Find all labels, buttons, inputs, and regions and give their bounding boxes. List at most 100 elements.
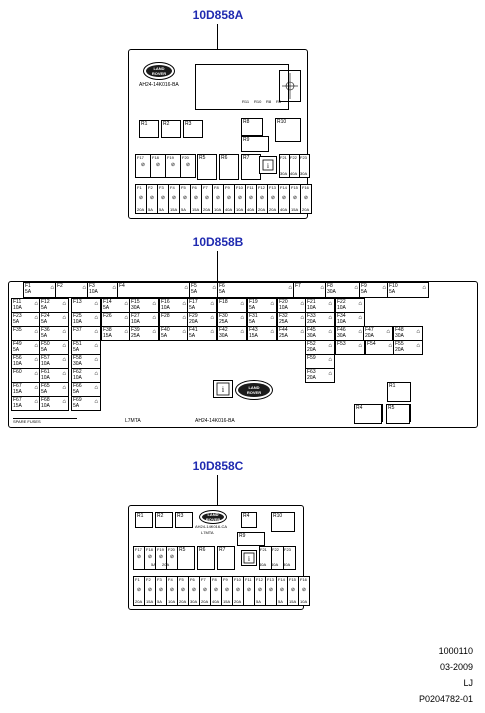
panel-c-code: 10D858C — [192, 459, 244, 473]
fuse-rating: 5A — [13, 347, 20, 353]
fuse-rating: 5A — [103, 305, 110, 311]
fuse-label: F5 — [191, 283, 197, 289]
meta-date: 03-2009 — [439, 662, 473, 672]
fuse-label: F5 — [181, 185, 186, 190]
fuse-label: F24 — [41, 313, 50, 319]
fuse-symbol-icon: ⌂ — [94, 315, 98, 321]
fuse-label: F18 — [146, 547, 153, 552]
fuse-cell: F20⊘ — [181, 154, 196, 178]
fuse-symbol-icon: ⊘ — [171, 195, 177, 201]
fuse-symbol-icon: ⌂ — [328, 357, 332, 363]
fuse-label: F2 — [57, 283, 63, 289]
fuse-symbol-icon: ⌂ — [62, 385, 66, 391]
fuse-cell: F18⊘ — [151, 154, 166, 178]
svg-text:i: i — [267, 162, 269, 170]
fuse-symbol-icon: ⌂ — [34, 385, 38, 391]
fuse-cell: F37⌂ — [71, 326, 101, 341]
fuse-label: F44 — [279, 327, 288, 333]
fuse-rating: 20A — [189, 319, 198, 325]
fuse-cell: F5⊘5A — [180, 184, 191, 214]
fuse-rating: 20A — [395, 347, 404, 353]
fuse-rating: 10A — [279, 305, 288, 311]
panel-b-code: 10D858B — [192, 235, 244, 249]
fuse-rating: 30A — [73, 361, 82, 367]
fuse-label: F15 — [291, 185, 298, 190]
fuse-label: F23 — [300, 155, 307, 160]
fuse-cell: F12⊘20A — [257, 184, 268, 214]
fuse-cell: F6⊘15A — [191, 184, 202, 214]
fuse-cell: F18⌂ — [217, 298, 247, 313]
fuse-label: F35 — [13, 327, 22, 333]
fuse-symbol-icon: ⌂ — [386, 329, 390, 335]
fuse-rating: 30A — [300, 171, 308, 176]
fuse-rating: 10A — [89, 289, 98, 295]
fuse-cell: F7⌂ — [293, 282, 327, 298]
fuse-rating: 20A — [162, 562, 170, 567]
fuse-rating: 15A — [13, 403, 22, 409]
fuse-cell: F59⌂ — [305, 354, 335, 369]
fuse-rating: 15A — [13, 389, 22, 395]
fuse-label: F11 — [13, 299, 22, 305]
relay-a-r6: R6 — [219, 154, 239, 180]
relay-a-r3: R3 — [183, 120, 203, 138]
fuse-cell: F1⊘20A — [135, 184, 147, 214]
fuse-rating: 5A — [41, 319, 48, 325]
fuse-symbol-icon: ⊘ — [169, 587, 175, 593]
fuse-label: F68 — [41, 397, 50, 403]
fuse-rating: 40A — [290, 171, 298, 176]
fuse-label: F25 — [73, 313, 82, 319]
fuse-label: F13 — [73, 299, 82, 305]
fuse-symbol-icon: ⌂ — [62, 315, 66, 321]
fuse-rating: 30A — [280, 171, 288, 176]
fuse-label: F63 — [307, 369, 316, 375]
fuse-label: F10 — [234, 577, 241, 582]
fuse-cell: F9⊘15A — [222, 576, 233, 606]
fuse-label: F3 — [89, 283, 95, 289]
fuse-rating: 20A — [203, 207, 211, 212]
fuse-label: F6 — [190, 577, 195, 582]
fuse-rating: 20A — [269, 207, 277, 212]
fuse-label: F19 — [167, 155, 174, 160]
fuse-cell: F60⌂ — [11, 368, 41, 383]
fuse-rating: 5A — [249, 305, 256, 311]
fuse-label: F69 — [73, 397, 82, 403]
fuse-label: F29 — [189, 313, 198, 319]
fuse-symbol-icon: ⌂ — [422, 285, 426, 291]
fuse-symbol-icon: ⊘ — [182, 195, 188, 201]
fuse-label: F26 — [103, 313, 112, 319]
fuse-symbol-icon: ⊘ — [158, 554, 164, 560]
fuse-symbol-icon: ⊘ — [136, 587, 142, 593]
fuse-rating: 5A — [249, 319, 256, 325]
panel-a-manual-icon: i — [259, 156, 277, 174]
fuse-label: F7 — [201, 577, 206, 582]
fuse-symbol-icon: ⌂ — [94, 357, 98, 363]
fuse-rating: 20A — [307, 319, 316, 325]
fuse-symbol-icon: ⌂ — [182, 329, 186, 335]
fuse-cell: F2⊘15A — [145, 576, 156, 606]
fuse-rating: 5A — [41, 305, 48, 311]
fuse-symbol-icon: ⌂ — [210, 315, 214, 321]
fuse-label: F16 — [300, 577, 307, 582]
fuse-rating: 40A — [247, 207, 255, 212]
fuse-rating: 20A — [307, 375, 316, 381]
fuse-symbol-icon: ⌂ — [358, 301, 362, 307]
